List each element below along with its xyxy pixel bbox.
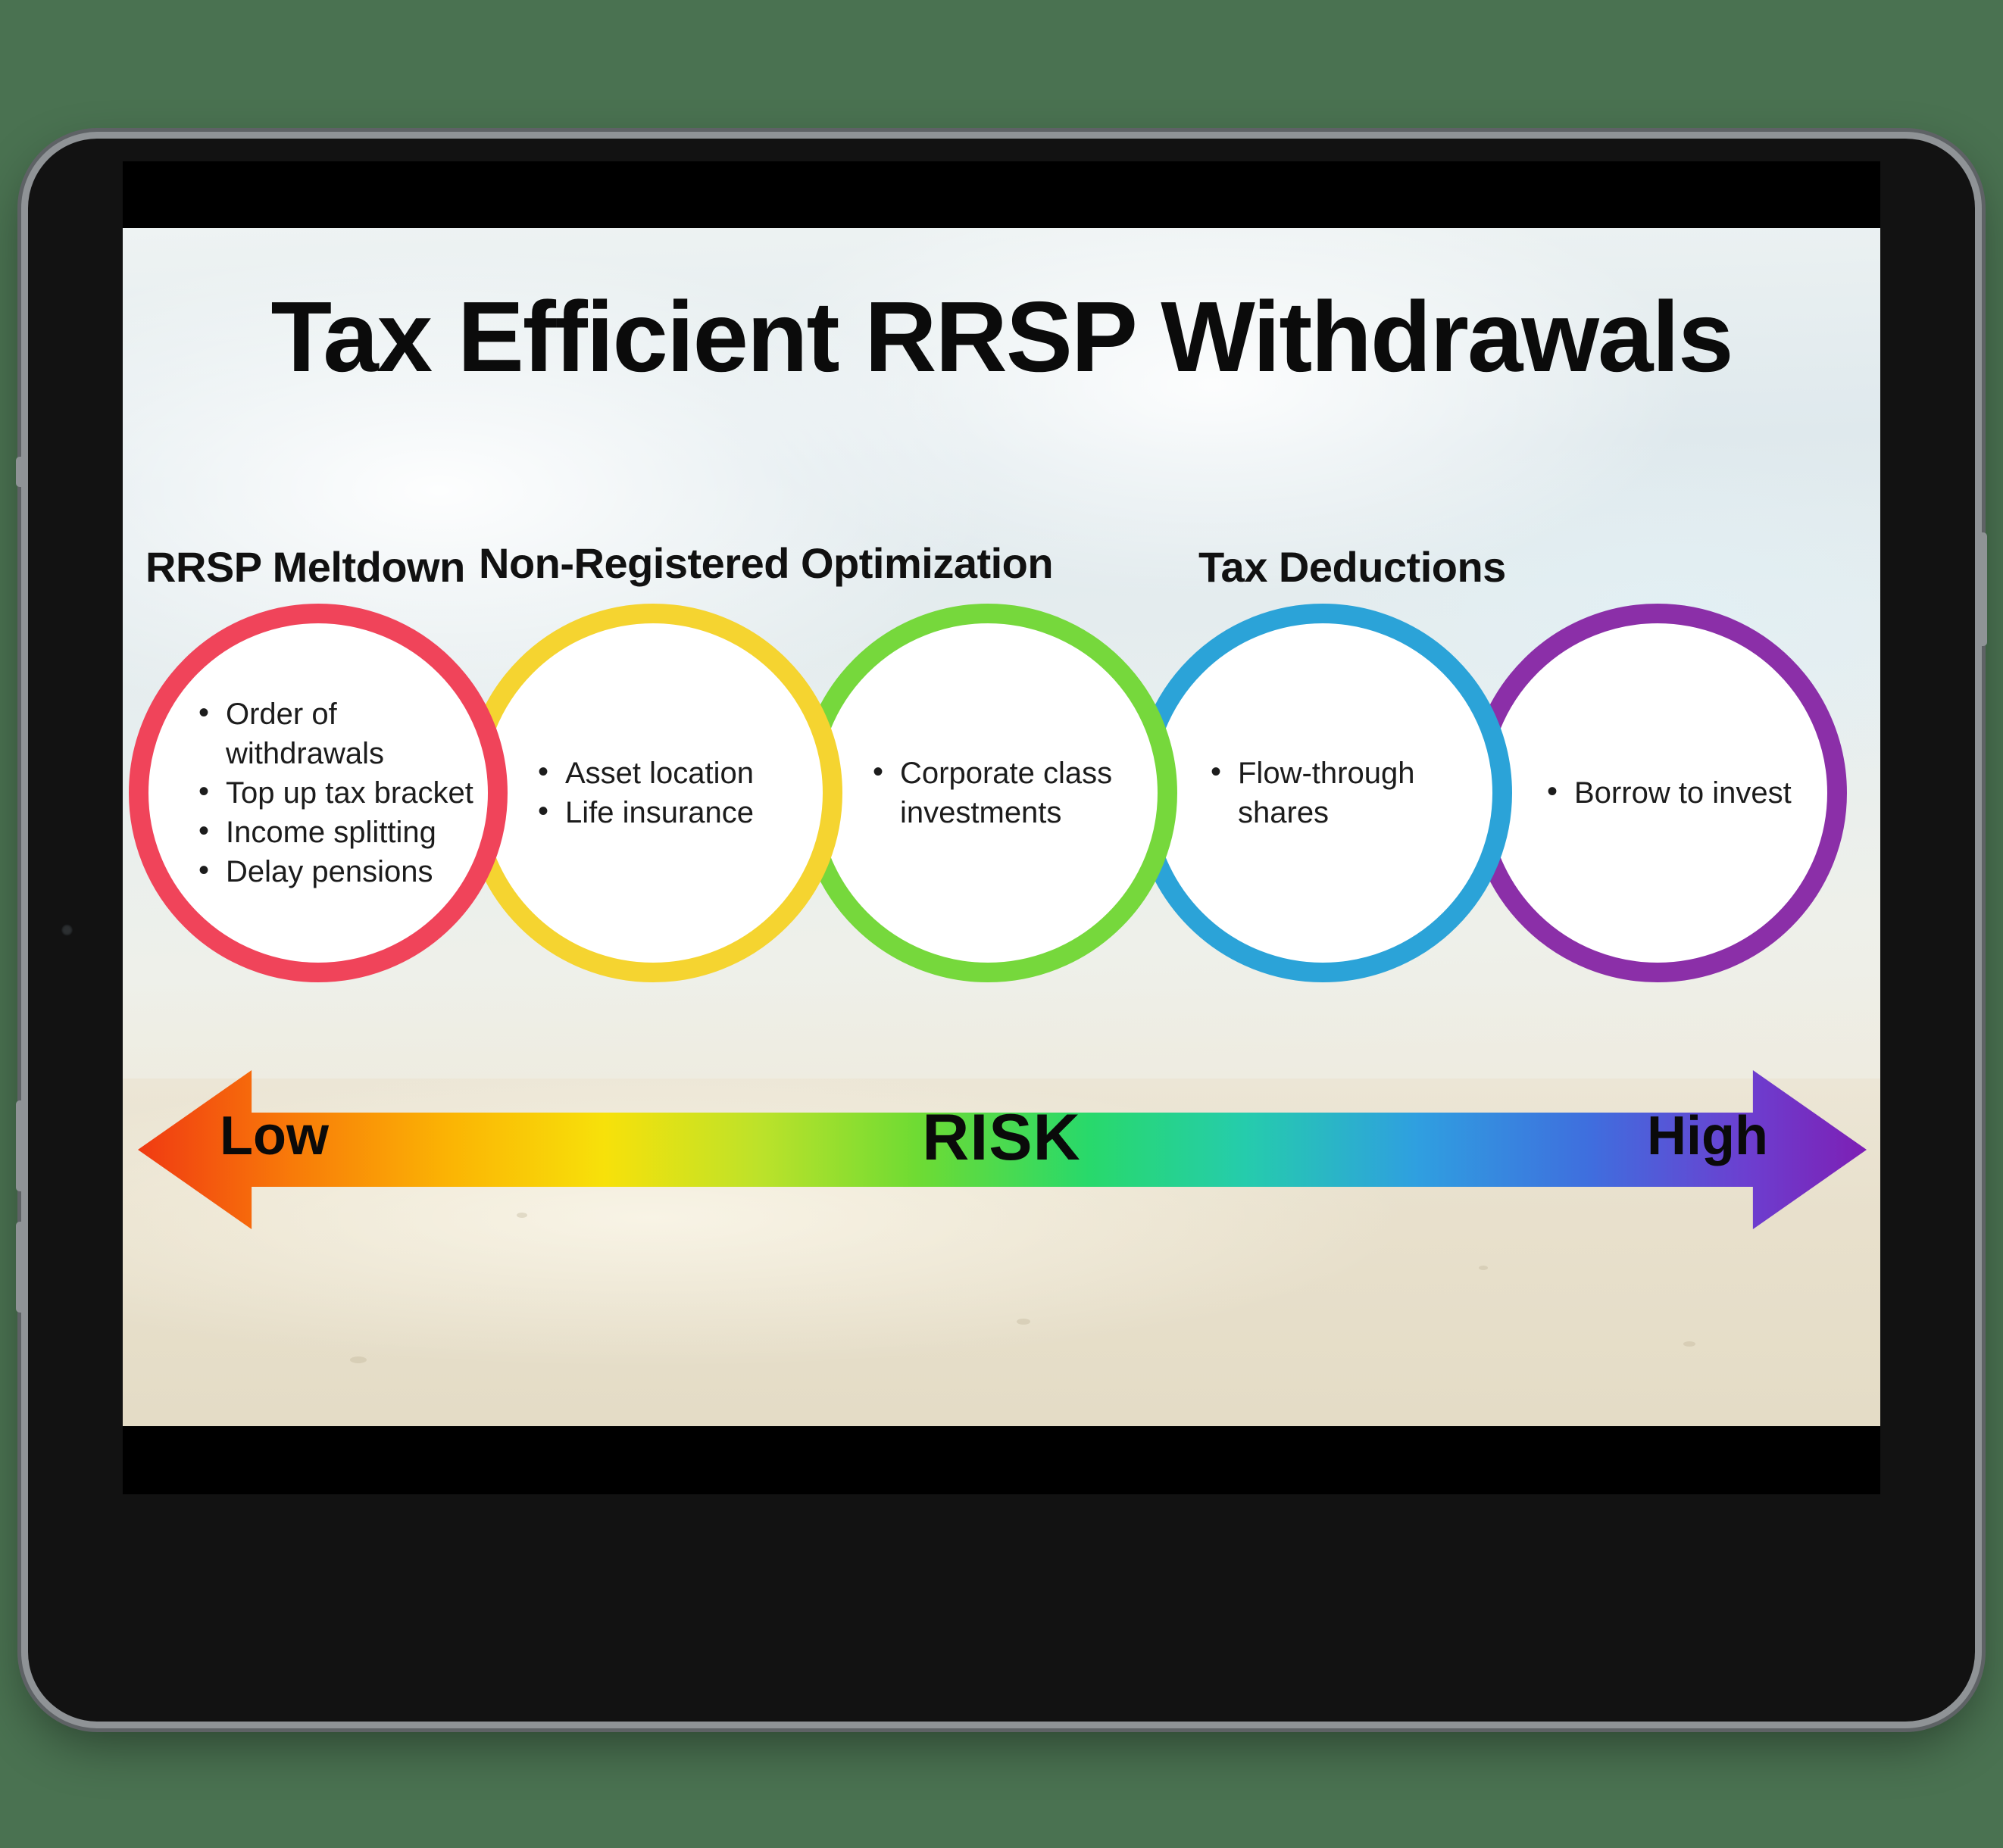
presentation-slide: Tax Efficient RRSP Withdrawals RRSP Melt… xyxy=(123,228,1880,1426)
list-item: Borrow to invest xyxy=(1539,772,1820,813)
tablet-device: Tax Efficient RRSP Withdrawals RRSP Melt… xyxy=(16,139,1987,1722)
circle-bullet-list: Asset location Life insurance xyxy=(530,752,811,832)
circle-borrow-to-invest[interactable]: Borrow to invest xyxy=(1468,604,1847,982)
volume-down-button[interactable] xyxy=(16,1222,23,1313)
volume-up-button[interactable] xyxy=(16,1100,23,1191)
risk-high-label: High xyxy=(1647,1106,1768,1166)
circle-asset-strategies[interactable]: Asset location Life insurance xyxy=(464,604,842,982)
circle-row: Order of withdrawals Top up tax bracket … xyxy=(123,604,1880,1028)
list-item: Corporate class investments xyxy=(865,752,1138,832)
list-item: Top up tax bracket xyxy=(191,772,479,813)
risk-low-label: Low xyxy=(220,1106,329,1166)
risk-arrow-icon xyxy=(138,1070,1867,1229)
circle-bullet-list: Corporate class investments xyxy=(865,752,1138,832)
circle-bullet-list: Borrow to invest xyxy=(1539,772,1820,813)
list-item: Income splitting xyxy=(191,811,479,852)
risk-scale-arrow xyxy=(138,1070,1867,1229)
letterbox-top xyxy=(123,161,1880,228)
category-label-non-registered-optimization: Non-Registered Optimization xyxy=(479,539,1054,587)
power-button[interactable] xyxy=(16,457,23,487)
front-camera-icon xyxy=(61,924,73,936)
list-item: Life insurance xyxy=(530,791,811,832)
sand-speck xyxy=(1479,1266,1488,1270)
list-item: Flow-through shares xyxy=(1203,752,1461,832)
circle-flow-through-shares[interactable]: Flow-through shares xyxy=(1133,604,1512,982)
category-label-tax-deductions: Tax Deductions xyxy=(1198,543,1506,591)
side-button[interactable] xyxy=(1980,532,1987,646)
sand-speck xyxy=(350,1356,367,1363)
list-item: Order of withdrawals xyxy=(191,693,479,773)
circle-bullet-list: Order of withdrawals Top up tax bracket … xyxy=(191,693,479,891)
sand-speck xyxy=(1683,1341,1695,1347)
circle-rrsp-meltdown[interactable]: Order of withdrawals Top up tax bracket … xyxy=(129,604,508,982)
sand-speck xyxy=(1017,1319,1030,1325)
category-label-rrsp-meltdown: RRSP Meltdown xyxy=(145,543,465,591)
page-title: Tax Efficient RRSP Withdrawals xyxy=(270,281,1733,392)
list-item: Asset location xyxy=(530,752,811,793)
circle-corporate-class[interactable]: Corporate class investments xyxy=(798,604,1177,982)
sand-speck xyxy=(517,1213,527,1218)
letterbox-bottom xyxy=(123,1426,1880,1494)
list-item: Delay pensions xyxy=(191,851,479,891)
circle-bullet-list: Flow-through shares xyxy=(1203,752,1461,832)
